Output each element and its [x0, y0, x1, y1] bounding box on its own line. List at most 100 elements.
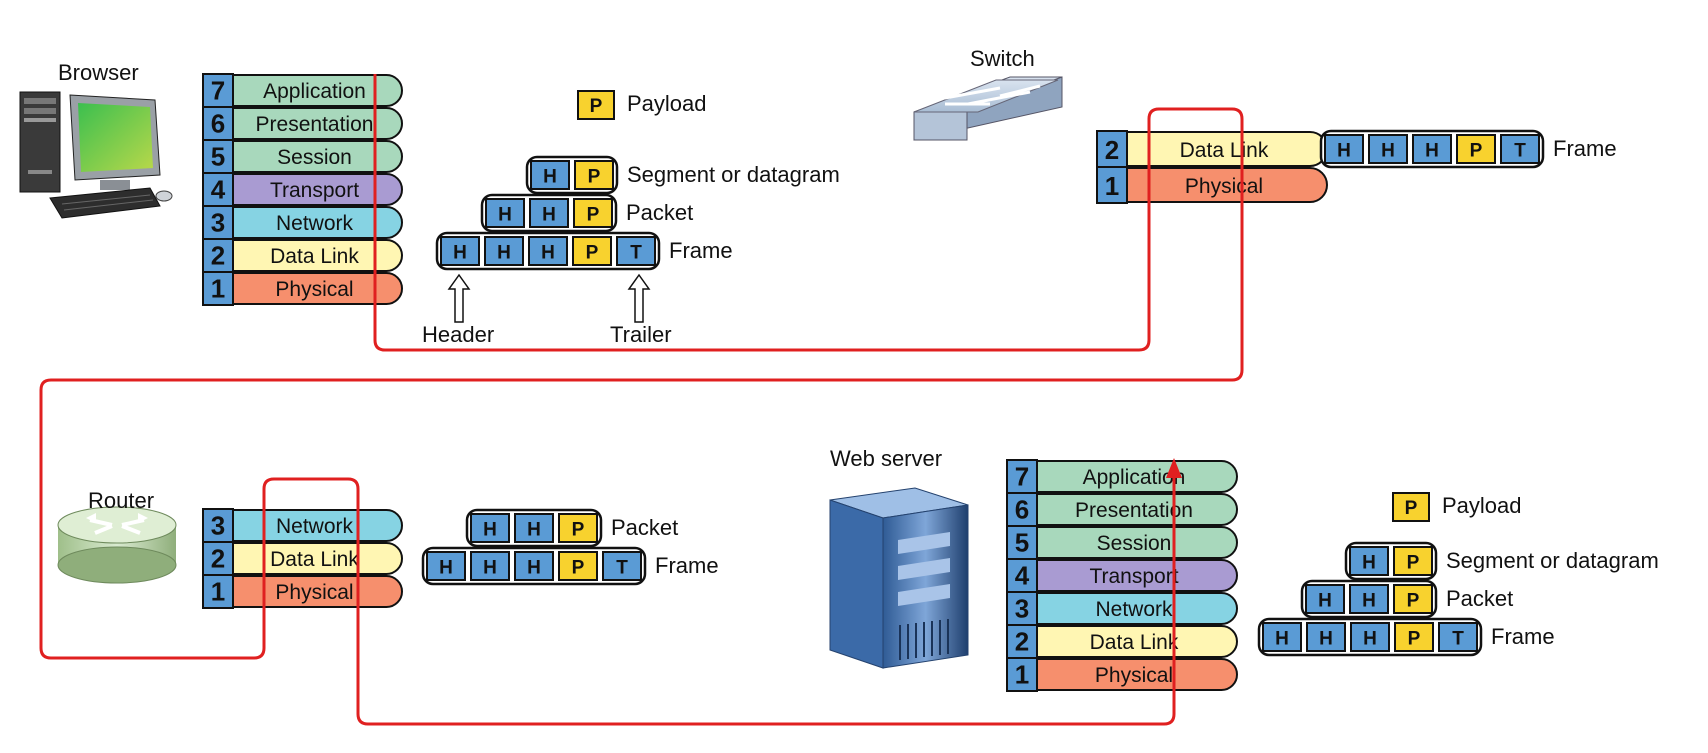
web-server-label: Web server	[830, 446, 942, 471]
layer-name: Transport	[270, 179, 359, 202]
trailer-arrow	[627, 273, 651, 323]
payload-cell-label: P	[1408, 629, 1421, 650]
data-path-line	[39, 74, 1244, 726]
payload-cell-label: P	[590, 96, 603, 117]
payload-label: Payload	[1442, 493, 1522, 518]
frame-pdu-router-label: Frame	[655, 553, 719, 578]
layer-band	[1036, 658, 1238, 691]
packet-pdu-router-label: Packet	[611, 515, 678, 540]
layer-name: Physical	[275, 581, 353, 604]
header-cell-label: H	[497, 243, 511, 264]
payload-cell-label: P	[586, 243, 599, 264]
payload-cell	[1392, 492, 1430, 522]
packet-pdu-browser-label: Packet	[626, 200, 693, 225]
header-cell	[426, 551, 466, 581]
header-arrow	[447, 273, 471, 323]
header-cell-label: H	[1381, 141, 1395, 162]
trailer-label: Trailer	[610, 322, 672, 347]
layer-name: Network	[276, 212, 354, 235]
payload-cell-label: P	[1470, 141, 1483, 162]
payload-cell	[577, 90, 615, 120]
trailer-cell-label: T	[1452, 629, 1464, 650]
payload-cell-label: P	[587, 205, 600, 226]
layer-number-box	[202, 106, 234, 141]
header-cell-label: H	[527, 558, 541, 579]
trailer-cell	[616, 236, 656, 266]
layer-name: Data Link	[1090, 631, 1179, 654]
layer-number: 2	[211, 544, 225, 574]
payload-cell	[558, 551, 598, 581]
layer-band	[1036, 493, 1238, 526]
header-cell	[1306, 622, 1346, 652]
router-label: Router	[88, 488, 154, 513]
layer-number: 4	[1015, 561, 1030, 591]
payload-cell	[572, 236, 612, 266]
header-cell	[1368, 134, 1408, 164]
payload-cell-label: P	[1405, 498, 1418, 519]
layer-number: 1	[1105, 171, 1119, 201]
layer-number: 3	[211, 511, 225, 541]
layer-row-application: 7 Application	[202, 73, 403, 108]
header-cell	[1349, 546, 1389, 576]
layer-band	[232, 74, 403, 107]
layer-number: 7	[211, 76, 225, 106]
frame-pdu-server-label: Frame	[1491, 624, 1555, 649]
header-cell	[514, 551, 554, 581]
server-icon	[829, 487, 969, 669]
layer-number: 5	[211, 142, 225, 172]
layer-name: Data Link	[270, 245, 359, 268]
header-cell	[528, 236, 568, 266]
payload-legend-server: P Payload	[1392, 492, 1522, 522]
router-icon	[57, 506, 177, 584]
switch-icon	[913, 76, 1063, 141]
trailer-cell-label: T	[616, 558, 628, 579]
layer-name: Network	[276, 515, 354, 538]
layer-name: Network	[1095, 598, 1173, 621]
layer-band	[1036, 526, 1238, 559]
header-cell	[1305, 584, 1345, 614]
payload-cell	[574, 160, 614, 190]
layer-name: Presentation	[1075, 499, 1193, 522]
layer-band	[232, 542, 403, 575]
layer-name: Physical	[1185, 175, 1263, 198]
payload-cell	[558, 513, 598, 543]
layer-number: 2	[1105, 135, 1119, 165]
layer-name: Physical	[1095, 664, 1173, 687]
layer-name: Application	[263, 80, 366, 103]
header-cell	[470, 551, 510, 581]
payload-cell-label: P	[588, 167, 601, 188]
header-cell-label: H	[1318, 591, 1332, 612]
layer-number-box	[202, 73, 234, 108]
header-cell	[484, 236, 524, 266]
header-cell	[530, 160, 570, 190]
segment-pdu-browser-label: Segment or datagram	[627, 162, 840, 187]
header-cell-label: H	[1425, 141, 1439, 162]
header-cell-label: H	[1337, 141, 1351, 162]
segment-pdu-server-label: Segment or datagram	[1446, 548, 1659, 573]
trailer-cell	[602, 551, 642, 581]
trailer-cell	[1438, 622, 1478, 652]
payload-legend-browser: P Payload	[577, 90, 707, 120]
header-label: Header	[422, 322, 494, 347]
layer-number-box	[1006, 492, 1038, 527]
packet-pdu-server-label: Packet	[1446, 586, 1513, 611]
header-cell-label: H	[541, 243, 555, 264]
header-cell	[514, 513, 554, 543]
